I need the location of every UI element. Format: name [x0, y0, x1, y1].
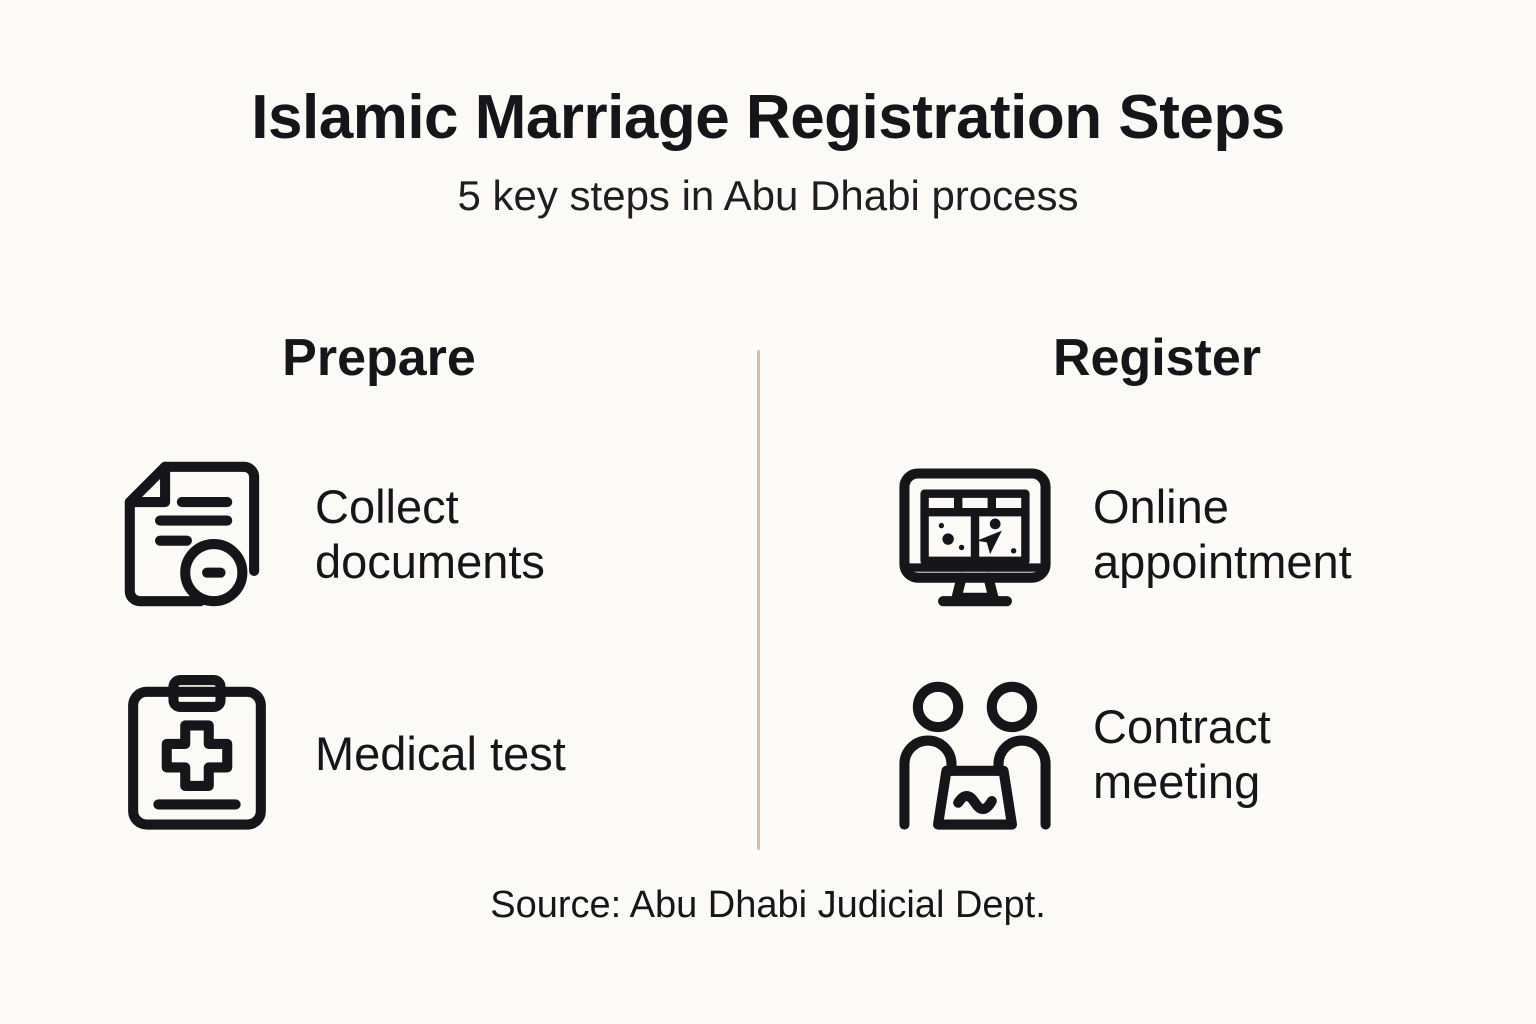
clipboard-medical-icon — [113, 670, 281, 838]
column-prepare: Prepare — [0, 332, 768, 838]
page-subtitle: 5 key steps in Abu Dhabi process — [457, 172, 1079, 220]
column-heading-register: Register — [1052, 329, 1262, 387]
step-medical-test[interactable]: Medical test — [113, 670, 645, 838]
step-online-appointment[interactable]: Online appointment — [891, 450, 1423, 618]
columns-container: Prepare — [0, 332, 1536, 862]
step-label-collect-documents: Collect documents — [315, 479, 545, 588]
step-label-online-appointment: Online appointment — [1093, 479, 1352, 588]
desktop-monitor-icon — [891, 450, 1059, 618]
page-title: Islamic Marriage Registration Steps — [251, 83, 1285, 152]
column-register: Register — [768, 332, 1536, 838]
step-collect-documents[interactable]: Collect documents — [113, 450, 645, 618]
source-attribution: Source: Abu Dhabi Judicial Dept. — [490, 884, 1046, 926]
document-seal-icon — [113, 450, 281, 618]
header: Islamic Marriage Registration Steps 5 ke… — [0, 83, 1536, 220]
step-contract-meeting[interactable]: Contract meeting — [891, 670, 1423, 838]
column-heading-prepare: Prepare — [282, 329, 476, 387]
step-label-contract-meeting: Contract meeting — [1093, 699, 1271, 808]
two-people-contract-icon — [891, 670, 1059, 838]
rows-prepare: Collect documents — [113, 450, 645, 838]
rows-register: Online appointment — [891, 450, 1423, 838]
column-divider — [757, 350, 760, 850]
step-label-medical-test: Medical test — [315, 727, 566, 781]
